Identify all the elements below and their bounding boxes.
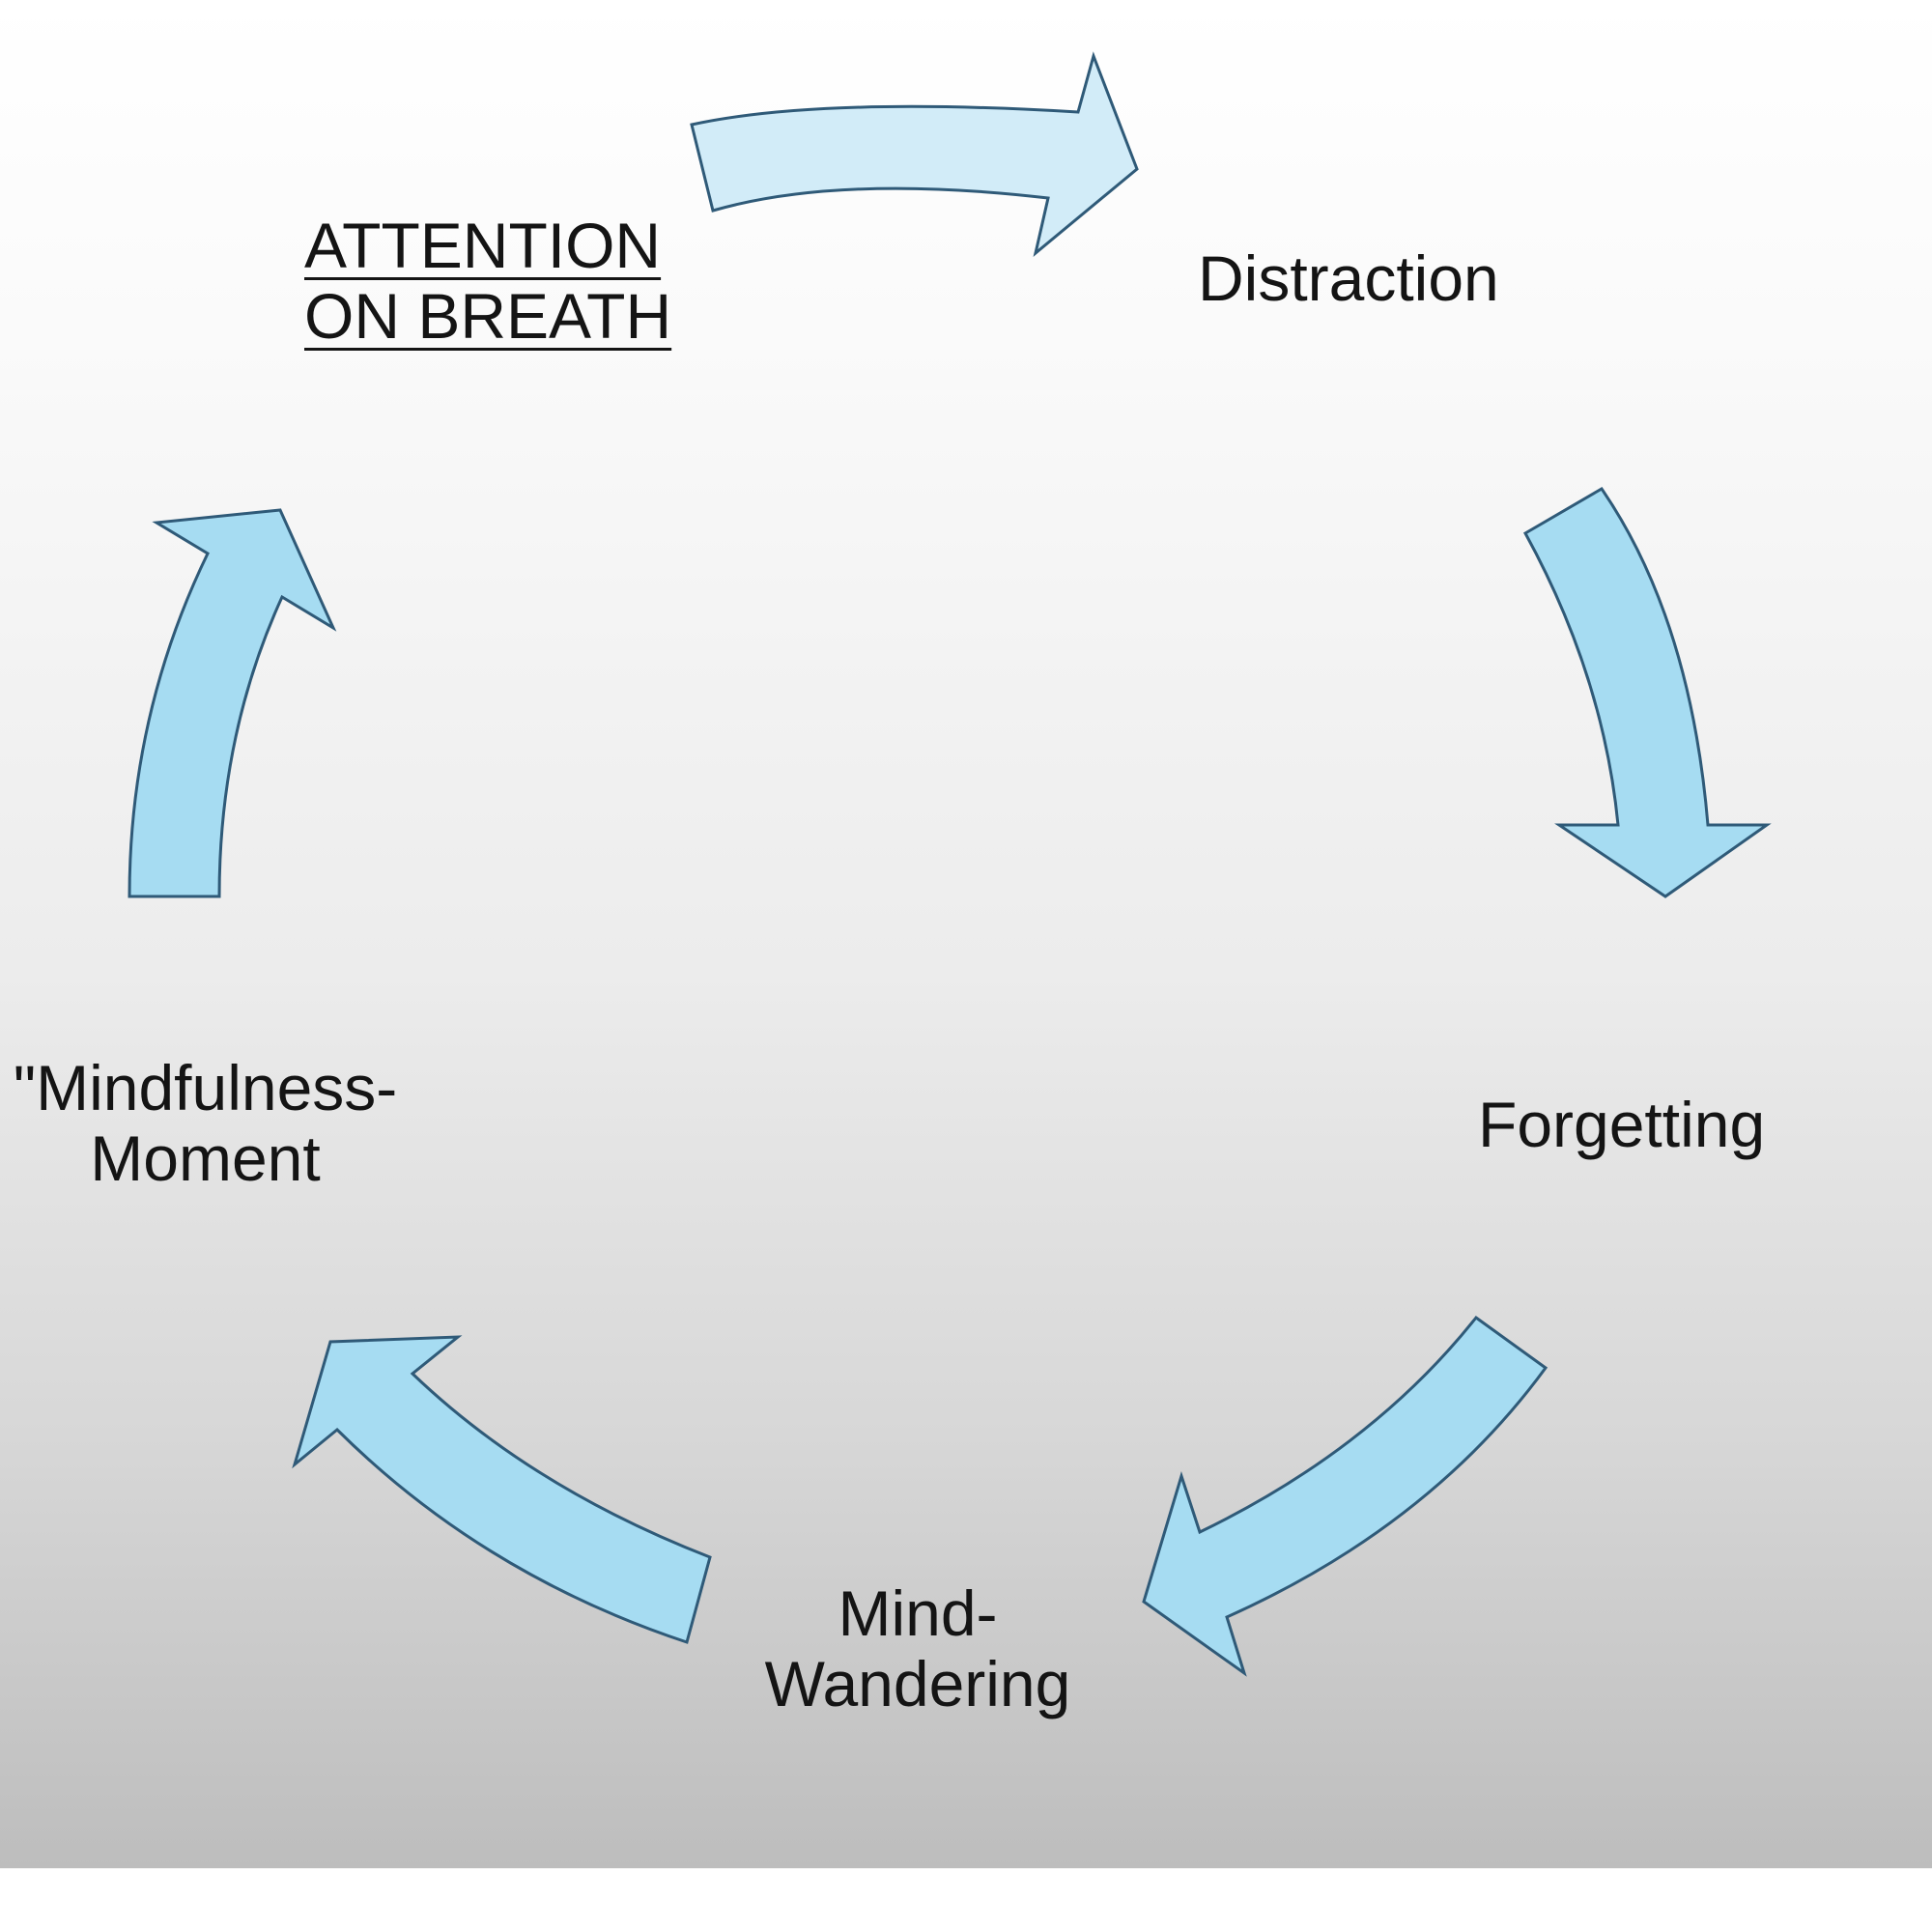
stage-label-line1: Mind- xyxy=(838,1577,998,1649)
stage-mindfulness-moment: "Mindfulness- Moment xyxy=(0,1053,411,1193)
curved-arrow-right-icon xyxy=(690,51,1139,257)
stage-label-line1: Forgetting xyxy=(1478,1089,1766,1160)
stage-label-line2: ON BREATH xyxy=(304,279,672,352)
stage-label-line2: Moment xyxy=(90,1122,321,1194)
curved-arrow-down-icon xyxy=(1522,487,1772,898)
stage-label-line1: ATTENTION xyxy=(304,210,662,281)
stage-attention-on-breath: ATTENTION ON BREATH xyxy=(304,210,672,352)
stage-forgetting: Forgetting xyxy=(1478,1090,1765,1160)
stage-distraction: Distraction xyxy=(1198,243,1499,314)
curved-arrow-down-left-icon xyxy=(1142,1315,1548,1677)
cycle-arrows xyxy=(128,51,1772,1677)
curved-arrow-up-icon xyxy=(128,508,337,898)
slide-background: ATTENTION ON BREATH Distraction Forgetti… xyxy=(0,0,1932,1868)
stage-mind-wandering: Mind- Wandering xyxy=(734,1578,1101,1719)
stage-label-line1: Distraction xyxy=(1198,242,1499,314)
stage-label-line2: Wandering xyxy=(764,1647,1071,1719)
curved-arrow-up-left-icon xyxy=(292,1335,712,1644)
stage-label-line1: "Mindfulness- xyxy=(13,1052,398,1123)
